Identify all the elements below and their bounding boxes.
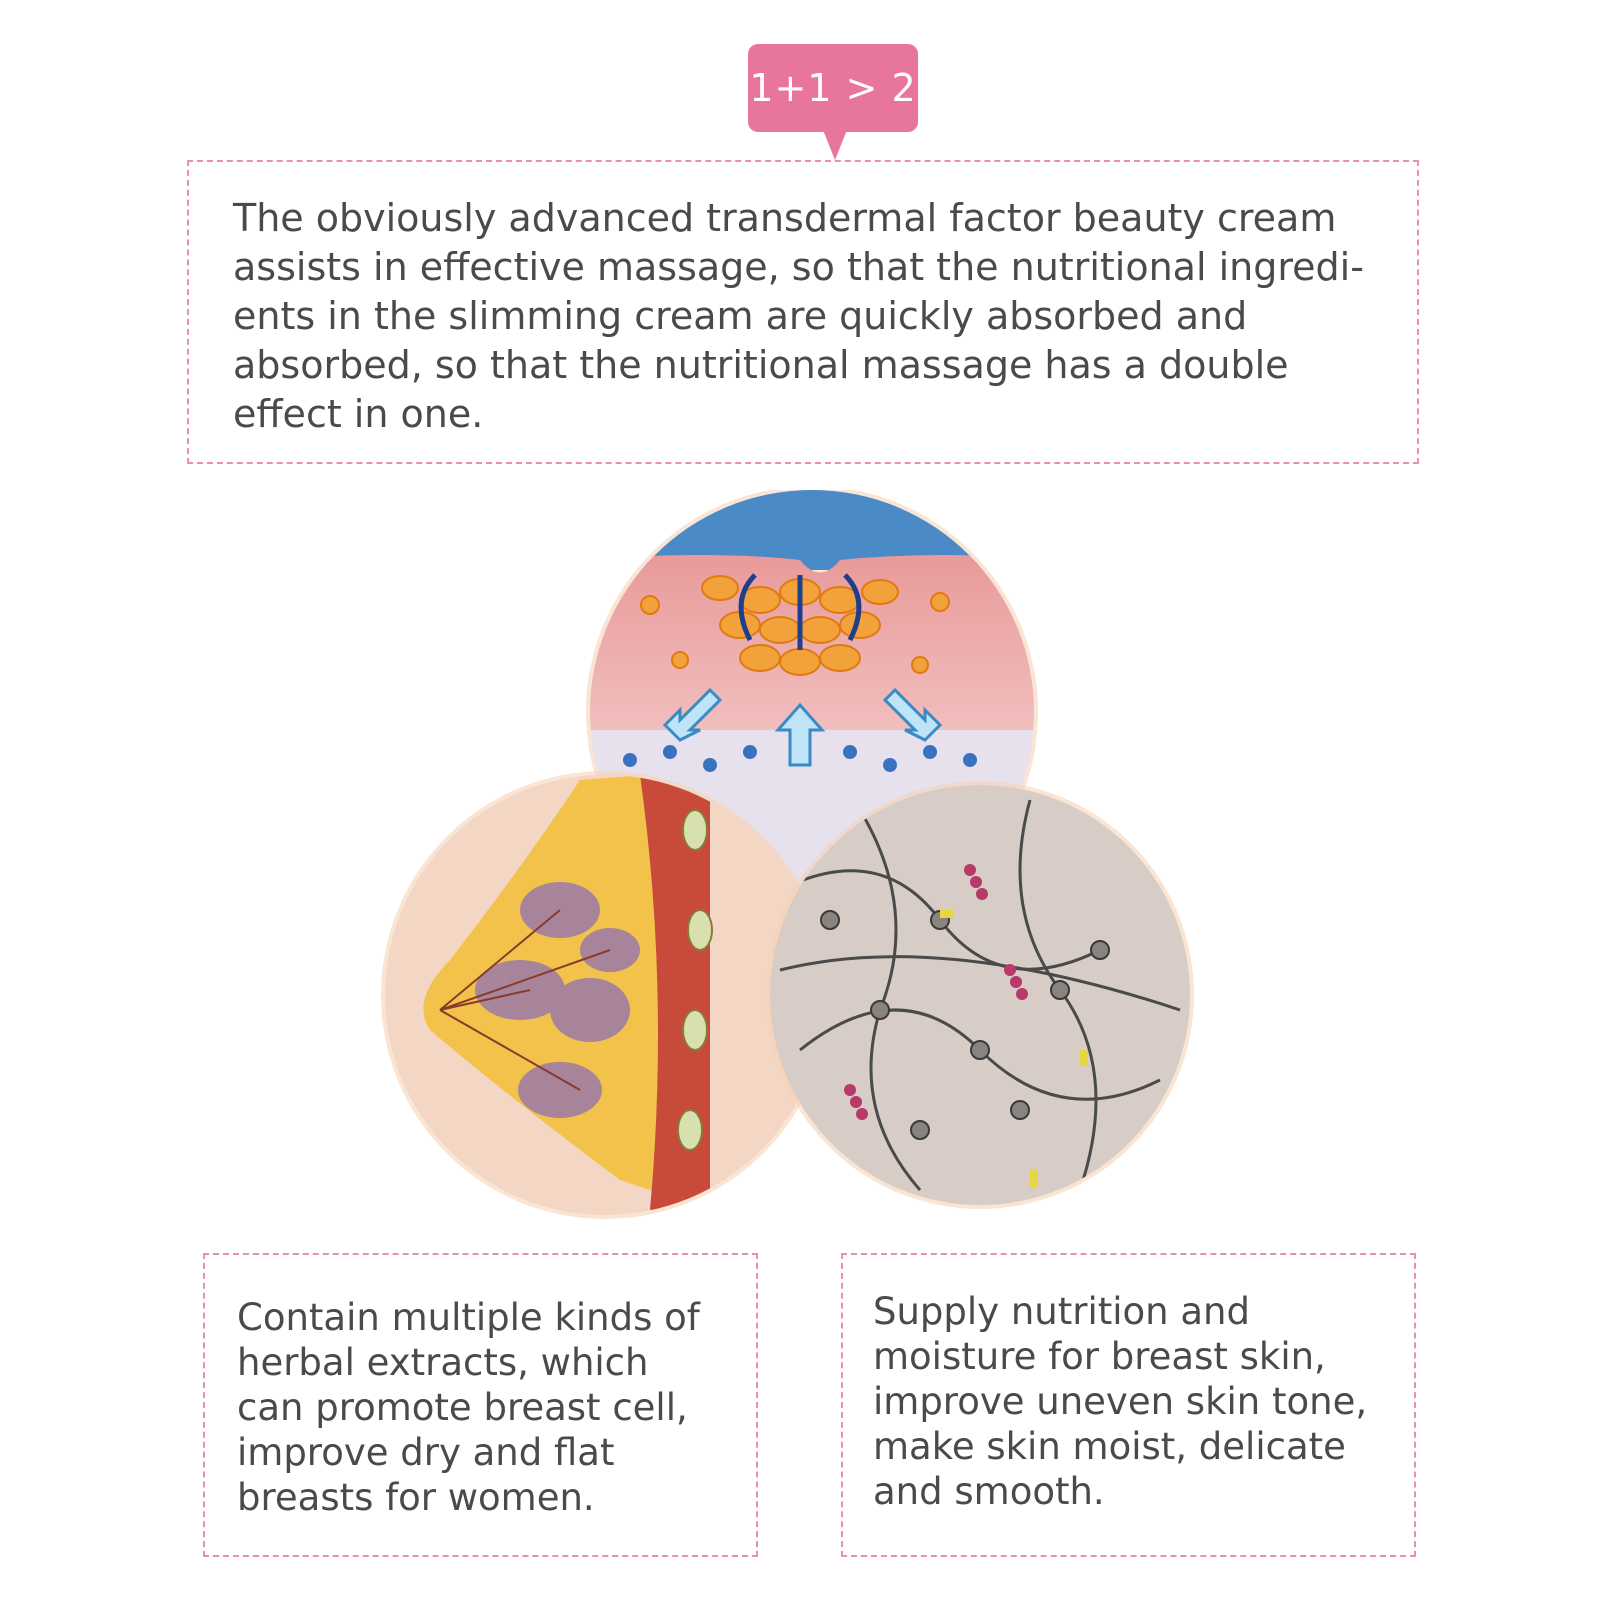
right-description-box: Supply nutrition and moisture for breast… (841, 1253, 1416, 1557)
illustration-group (381, 490, 1194, 1219)
badge-text: 1+1 > 2 (749, 66, 917, 110)
badge-1plus1: 1+1 > 2 (748, 44, 918, 132)
badge-tail (823, 130, 847, 160)
breast-anatomy-icon (381, 771, 829, 1219)
left-description-text: Contain multiple kinds of herbal extract… (237, 1296, 700, 1519)
collagen-network-icon (766, 781, 1194, 1209)
right-description-text: Supply nutrition and moisture for breast… (873, 1290, 1368, 1513)
top-description-text: The obviously advanced transdermal facto… (233, 196, 1364, 436)
top-description-box: The obviously advanced transdermal facto… (187, 160, 1419, 464)
left-description-box: Contain multiple kinds of herbal extract… (203, 1253, 758, 1557)
